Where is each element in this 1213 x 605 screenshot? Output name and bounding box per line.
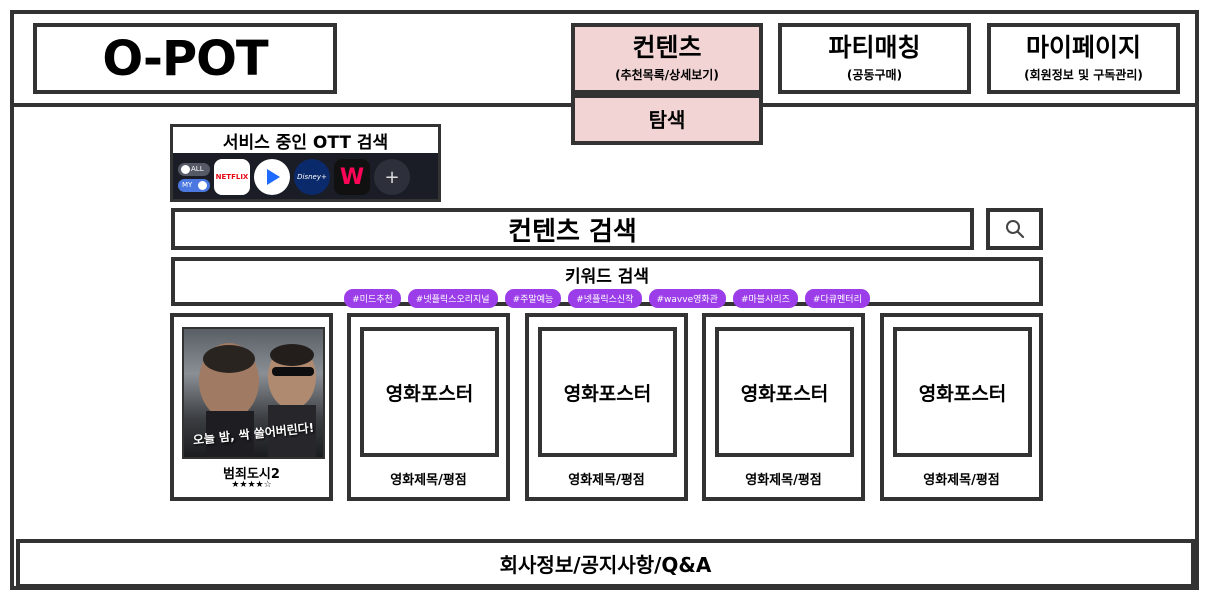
movie-title-rating: 영화제목/평점 (568, 473, 645, 488)
movie-poster-placeholder: 영화포스터 (360, 327, 499, 457)
toggle-all[interactable]: ALL (178, 162, 210, 176)
movie-poster-image: 오늘 밤, 싹 쓸어버린다! (182, 327, 325, 459)
keyword-tag[interactable]: #주말예능 (504, 289, 562, 308)
keyword-search: 키워드 검색 #미드추천 #넷플릭스오리지널 #주말예능 #넷플릭스신작 #wa… (171, 257, 1043, 308)
nav-mypage-sub: (회원정보 및 구독관리) (1024, 67, 1143, 82)
search-button[interactable] (986, 208, 1043, 250)
content-search-label: 컨텐츠 검색 (508, 216, 637, 247)
movie-title-rating: 영화제목/평점 (390, 473, 467, 488)
nav-contents[interactable]: 컨텐츠 (추천목록/상세보기) (571, 23, 763, 94)
keyword-tag-list: #미드추천 #넷플릭스오리지널 #주말예능 #넷플릭스신작 #wavve영화관 … (175, 289, 1039, 308)
movie-card[interactable]: 영화포스터 영화제목/평점 (702, 313, 865, 501)
movie-card[interactable]: 영화포스터 영화제목/평점 (880, 313, 1043, 501)
nav-contents-sub: (추천목록/상세보기) (615, 67, 719, 82)
ott-filter-title: 서비스 중인 OTT 검색 (173, 127, 438, 153)
keyword-search-title: 키워드 검색 (564, 267, 650, 287)
keyword-tag[interactable]: #미드추천 (344, 289, 401, 308)
footer[interactable]: 회사정보/공지사항/Q&A (16, 539, 1195, 588)
movie-title-rating: 영화제목/평점 (923, 473, 1000, 488)
movie-card[interactable]: 영화포스터 영화제목/평점 (525, 313, 688, 501)
movie-card[interactable]: 영화포스터 영화제목/평점 (347, 313, 510, 501)
add-service-button[interactable]: + (374, 159, 410, 195)
movie-poster-placeholder: 영화포스터 (538, 327, 677, 457)
disney-plus-icon[interactable]: Disney+ (294, 159, 330, 195)
movie-rating: ★★★★☆ (231, 480, 272, 490)
search-icon (1005, 220, 1024, 239)
logo[interactable]: O-POT (33, 23, 337, 94)
footer-links: 회사정보/공지사항/Q&A (499, 553, 712, 577)
keyword-tag[interactable]: #wavve영화관 (648, 289, 726, 308)
ott-toggle-group: ALL MY (178, 162, 210, 192)
keyword-tag[interactable]: #다큐멘터리 (804, 289, 870, 308)
keyword-tag[interactable]: #넷플릭스오리지널 (407, 289, 498, 308)
netflix-icon[interactable]: NETFLIX (214, 159, 250, 195)
nav-party-sub: (공동구매) (846, 67, 903, 82)
nav-party-title: 파티매칭 (828, 33, 921, 63)
movie-title-rating: 영화제목/평점 (745, 473, 822, 488)
logo-text: O-POT (102, 30, 268, 87)
play-icon[interactable] (254, 159, 290, 195)
movie-poster-placeholder: 영화포스터 (893, 327, 1032, 457)
nav-explore-label: 탐색 (648, 107, 686, 132)
content-search-input[interactable]: 컨텐츠 검색 (171, 208, 974, 250)
nav-explore[interactable]: 탐색 (571, 94, 763, 145)
toggle-my[interactable]: MY (178, 178, 210, 192)
keyword-tag[interactable]: #넷플릭스신작 (568, 289, 642, 308)
watcha-icon[interactable]: W (334, 159, 370, 195)
movie-card[interactable]: 오늘 밤, 싹 쓸어버린다! 범죄도시2 ★★★★☆ (170, 313, 333, 501)
ott-filter-panel: 서비스 중인 OTT 검색 ALL MY NETFLIX Disney+ W + (170, 124, 441, 202)
nav-mypage-title: 마이페이지 (1025, 33, 1141, 63)
movie-poster-placeholder: 영화포스터 (715, 327, 854, 457)
nav-mypage[interactable]: 마이페이지 (회원정보 및 구독관리) (987, 23, 1180, 94)
movie-title: 범죄도시2 (223, 467, 280, 482)
nav-party-matching[interactable]: 파티매칭 (공동구매) (778, 23, 971, 94)
nav-contents-title: 컨텐츠 (632, 33, 702, 63)
keyword-tag[interactable]: #마블시리즈 (732, 289, 798, 308)
